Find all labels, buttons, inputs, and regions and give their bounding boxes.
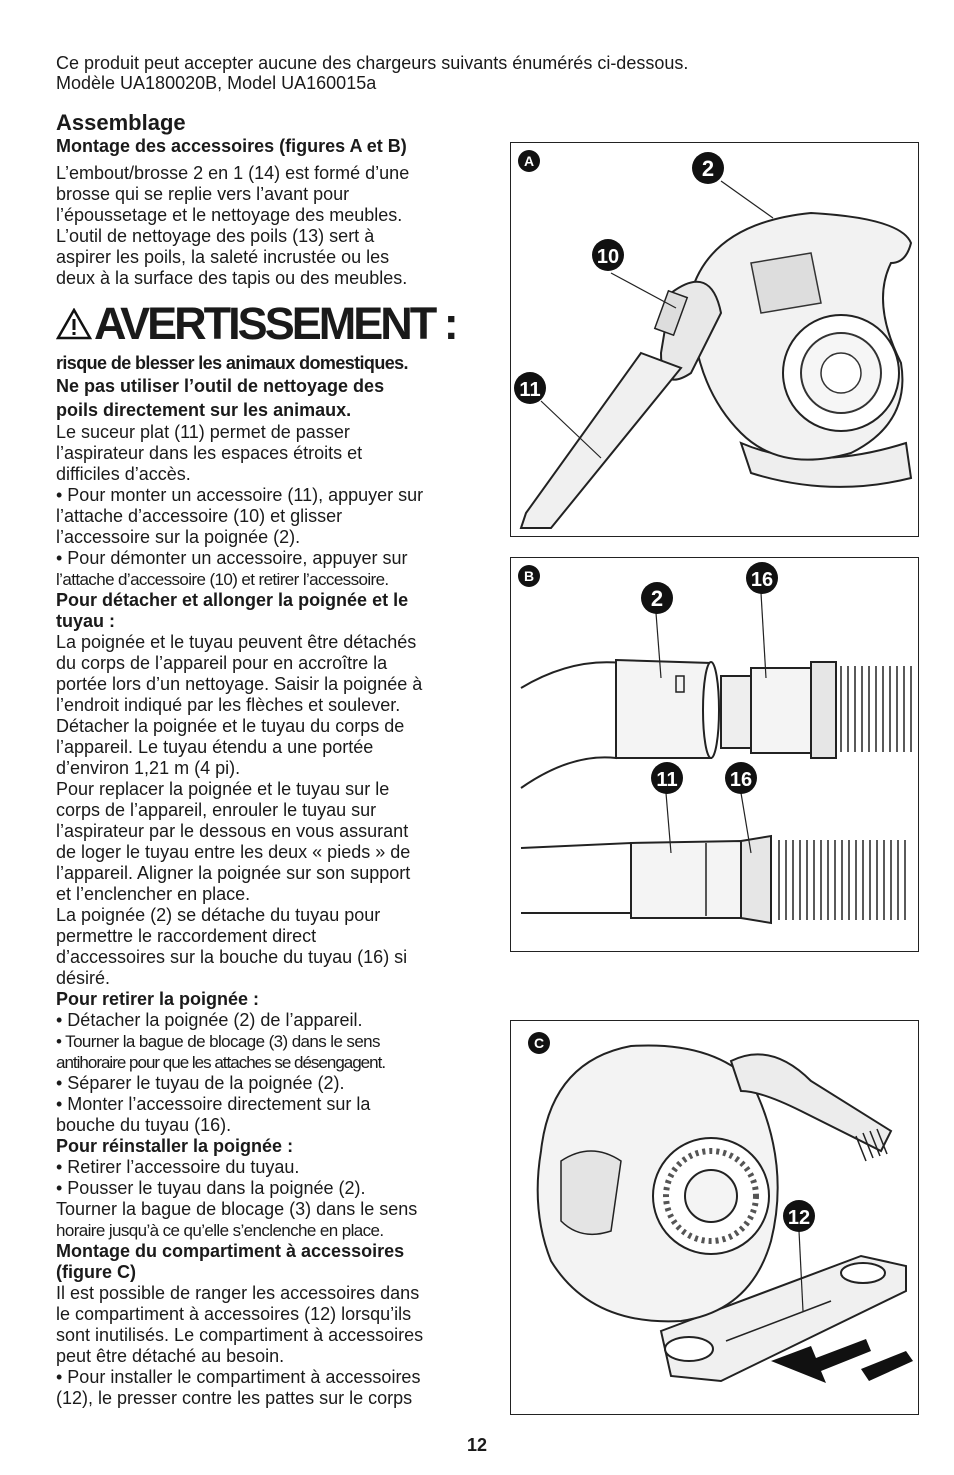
intro: Ce produit peut accepter aucune des char…: [56, 53, 916, 93]
detach-line: l’aspirateur par le dessous en vous assu…: [56, 821, 409, 841]
figure-letter: A: [524, 153, 534, 169]
detach-heading: Pour détacher et allonger la poignée et …: [56, 590, 409, 610]
callout-2: 2: [651, 586, 663, 611]
assembly-subheading: Montage des accessoires (figures A et B): [56, 136, 407, 156]
detach-line: l’appareil. Le tuyau étendu a une portée: [56, 737, 374, 757]
reinstall-line: Tourner la bague de blocage (3) dans le …: [56, 1199, 418, 1219]
figure-letter: C: [534, 1035, 544, 1051]
figure-a-illustration: A 2 10 11: [514, 150, 913, 529]
reinstall-condensed: horaire jusqu’à ce qu’elle s’enclenche e…: [56, 1221, 384, 1240]
crevice-line: • Pour démonter un accessoire, appuyer s…: [56, 548, 408, 568]
detach-line: La poignée et le tuyau peuvent être déta…: [56, 632, 417, 652]
detach-line: d’environ 1,21 m (4 pi).: [56, 758, 241, 778]
detach-line: l’appareil. Aligner la poignée sur son s…: [56, 863, 411, 883]
intro-line-1: Ce produit peut accepter aucune des char…: [56, 53, 689, 73]
warning-line: poils directement sur les animaux.: [56, 400, 352, 420]
figure-letter: B: [524, 568, 534, 584]
detach-line: de loger le tuyau entre les deux « pieds…: [56, 842, 411, 862]
storage-line: Il est possible de ranger les accessoire…: [56, 1283, 420, 1303]
crevice-line: l’accessoire sur la poignée (2).: [56, 527, 301, 547]
detach-line: Détacher la poignée et le tuyau du corps…: [56, 716, 405, 736]
detach-line: l’endroit indiqué par les flèches et sou…: [56, 695, 401, 715]
remove-line: bouche du tuyau (16).: [56, 1115, 232, 1135]
detach-heading: tuyau :: [56, 611, 116, 631]
remove-line: • Séparer le tuyau de la poignée (2).: [56, 1073, 345, 1093]
detach-line: désiré.: [56, 968, 111, 988]
figure-c-illustration: C 12: [528, 1032, 913, 1383]
crevice-line: • Pour monter un accessoire (11), appuye…: [56, 485, 424, 505]
figure-c: C 12: [510, 1020, 919, 1415]
callout-12: 12: [788, 1207, 810, 1229]
remove-line: • Monter l’accessoire directement sur la: [56, 1094, 371, 1114]
detach-line: portée lors d’un nettoyage. Saisir la po…: [56, 674, 423, 694]
callout-16: 16: [751, 569, 773, 591]
crevice-condensed: l’attache d’accessoire (10) et retirer l…: [56, 570, 389, 589]
remove-heading: Pour retirer la poignée :: [56, 989, 260, 1009]
figure-a: A 2 10 11: [510, 142, 919, 537]
reinstall-line: • Pousser le tuyau dans la poignée (2).: [56, 1178, 366, 1198]
storage-line: • Pour installer le compartiment à acces…: [56, 1367, 421, 1387]
warning-line: Ne pas utiliser l’outil de nettoyage des: [56, 376, 385, 396]
warning-triangle-icon: [56, 308, 92, 340]
crevice-line: difficiles d’accès.: [56, 464, 191, 484]
detach-line: du corps de l’appareil pour en accroître…: [56, 653, 388, 673]
detach-line: permettre le raccordement direct: [56, 926, 317, 946]
storage-line: le compartiment à accessoires (12) lorsq…: [56, 1304, 412, 1324]
callout-2: 2: [702, 156, 714, 181]
left-column: Assemblage Montage des accessoires (figu…: [56, 110, 506, 1409]
p1-line: L’embout/brosse 2 en 1 (14) est formé d’…: [56, 163, 410, 183]
callout-16: 16: [730, 769, 752, 791]
callout-11: 11: [656, 769, 677, 791]
detach-line: corps de l’appareil, enrouler le tuyau s…: [56, 800, 377, 820]
reinstall-line: • Retirer l’accessoire du tuyau.: [56, 1157, 300, 1177]
warning-line: risque de blesser les animaux domestique…: [56, 353, 409, 373]
crevice-line: Le suceur plat (11) permet de passer: [56, 422, 350, 442]
p1-line: L’outil de nettoyage des poils (13) sert…: [56, 226, 375, 246]
storage-heading: (figure C): [56, 1262, 136, 1282]
warning-word: AVERTISSEMENT :: [94, 298, 459, 349]
page-number: 12: [466, 1435, 488, 1455]
storage-heading: Montage du compartiment à accessoires: [56, 1241, 405, 1261]
storage-line: sont inutilisés. Le compartiment à acces…: [56, 1325, 424, 1345]
p1-line: brosse qui se replie vers l’avant pour: [56, 184, 350, 204]
crevice-line: l’aspirateur dans les espaces étroits et: [56, 443, 363, 463]
intro-line-2: Modèle UA180020B, Model UA160015a: [56, 73, 377, 93]
assembly-heading: Assemblage: [56, 110, 186, 135]
p1-line: deux à la surface des tapis ou des meubl…: [56, 268, 408, 288]
remove-condensed: • Tourner la bague de blocage (3) dans l…: [56, 1032, 381, 1051]
remove-line: • Détacher la poignée (2) de l’appareil.: [56, 1010, 363, 1030]
remove-condensed: antihoraire pour que les attaches se dés…: [56, 1053, 386, 1072]
p1-line: aspirer les poils, la saleté incrustée o…: [56, 247, 390, 267]
callout-10: 10: [597, 246, 619, 268]
figure-b-illustration: B 2 16 11 16: [518, 562, 912, 925]
detach-line: d’accessoires sur la bouche du tuyau (16…: [56, 947, 408, 967]
reinstall-heading: Pour réinstaller la poignée :: [56, 1136, 294, 1156]
detach-line: La poignée (2) se détache du tuyau pour: [56, 905, 381, 925]
callout-11: 11: [519, 379, 540, 401]
detach-line: Pour replacer la poignée et le tuyau sur…: [56, 779, 390, 799]
storage-line: peut être détaché au besoin.: [56, 1346, 285, 1366]
warning-banner: AVERTISSEMENT :: [56, 299, 506, 349]
figure-b: B 2 16 11 16: [510, 557, 919, 952]
detach-line: et l’enclencher en place.: [56, 884, 251, 904]
p1-line: l’époussetage et le nettoyage des meuble…: [56, 205, 403, 225]
storage-line: (12), le presser contre les pattes sur l…: [56, 1388, 413, 1408]
crevice-line: l’attache d’accessoire (10) et glisser: [56, 506, 343, 526]
